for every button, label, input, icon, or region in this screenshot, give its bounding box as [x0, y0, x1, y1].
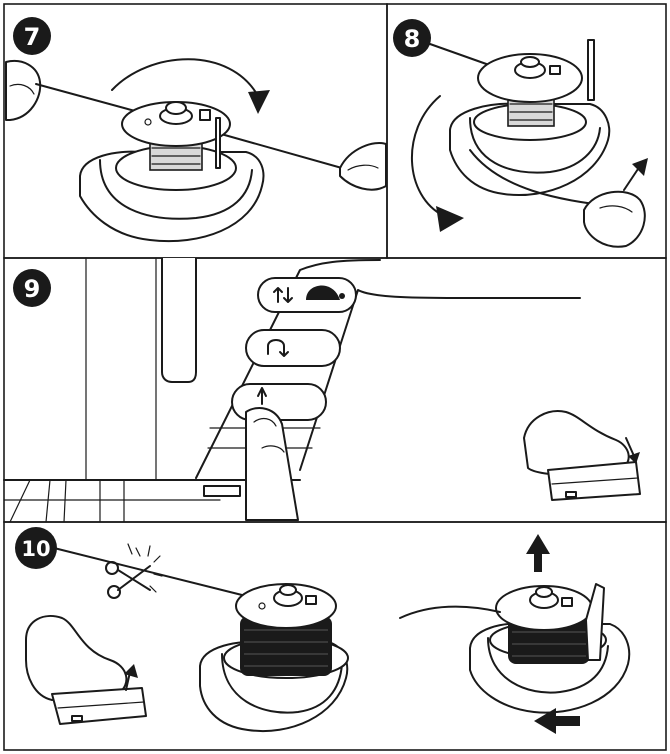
thread-line	[54, 548, 246, 596]
right-hand-illustration	[340, 143, 386, 190]
bobbin-spindle	[536, 587, 552, 597]
right-hand-illustration	[584, 192, 645, 247]
pressing-finger-illustration	[246, 408, 298, 520]
scissors-icon	[106, 544, 162, 598]
step-7-panel: 7	[4, 4, 387, 258]
machine-needle-bar	[162, 258, 196, 382]
step-10-number: 10	[21, 537, 50, 561]
bobbin-spindle	[280, 585, 296, 595]
rotation-arrow-icon	[412, 96, 444, 216]
slide-left-arrow-icon	[554, 716, 580, 726]
bobbin-winder-stopper	[586, 584, 604, 660]
step-9-panel: 9	[4, 258, 666, 522]
rotation-arrow-icon	[112, 59, 258, 96]
step-7-number: 7	[24, 23, 41, 51]
bobbin-spindle	[521, 57, 539, 67]
left-hand-illustration	[6, 61, 40, 120]
thread-line-left	[36, 84, 146, 114]
step-9-number: 9	[24, 275, 41, 303]
thread-up-arrow-icon	[624, 166, 640, 190]
bobbin-spindle	[166, 102, 186, 114]
reverse-button	[246, 330, 340, 366]
step-8-number: 8	[404, 25, 421, 53]
foot-pedal	[52, 688, 146, 724]
foot-illustration	[26, 616, 126, 700]
lift-up-arrow-icon	[534, 552, 542, 572]
step-10-panel: 10	[4, 522, 666, 750]
thread-line	[430, 44, 492, 66]
step-8-panel: 8	[387, 4, 666, 258]
